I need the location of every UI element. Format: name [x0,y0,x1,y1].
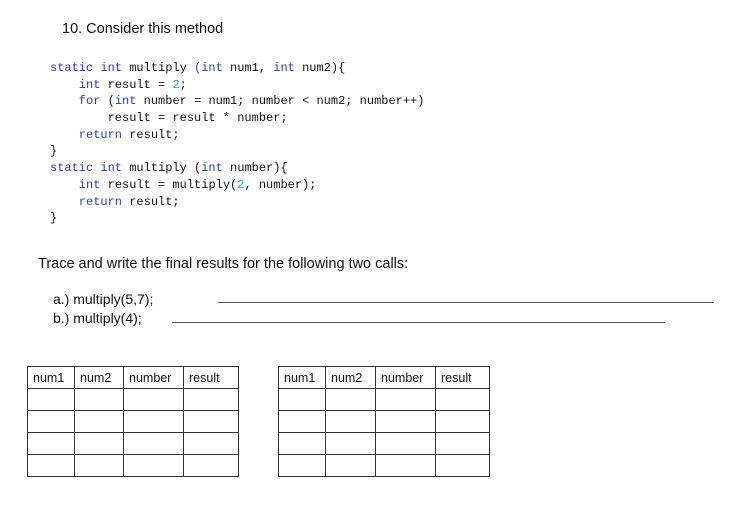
table-row [278,388,490,411]
code-line: static int multiply (int number){ [50,160,424,177]
table-cell-result[interactable] [183,432,239,455]
table-cell-num1[interactable] [278,410,326,433]
header-result: result [435,366,490,389]
header-number: number [123,366,184,389]
table-cell-number[interactable] [375,454,436,477]
code-token: , number); [244,177,317,192]
table-row [278,432,490,455]
table-cell-num1[interactable] [27,388,75,411]
table-cell-num2[interactable] [325,410,376,433]
code-token: result = result * number; [50,111,288,126]
code-token: num2){ [294,61,346,75]
code-token: int [273,61,295,75]
table-cell-number[interactable] [123,432,184,455]
header-result: result [183,366,239,389]
table-header-row: num1 num2 number result [27,366,239,389]
code-token: result; [122,194,180,209]
code-token: ; [179,77,187,92]
code-token: multiply [122,61,195,75]
code-token: result; [122,127,180,142]
code-line: int result = 2; [50,77,424,94]
answer-blank-a[interactable] [218,302,714,303]
header-number: number [375,366,436,389]
table-row [27,410,239,433]
code-token: 2 [237,177,245,192]
code-token: int [114,94,137,109]
table-cell-num1[interactable] [278,432,326,455]
code-token: 2 [172,77,180,92]
table-cell-num2[interactable] [325,454,376,477]
code-token: int [50,177,101,192]
call-b-label: b.) multiply(4); [53,310,142,326]
table-cell-num1[interactable] [27,432,75,455]
table-row [278,454,490,477]
table-cell-num1[interactable] [278,388,326,411]
trace-table-a: num1 num2 number result [27,366,239,477]
code-token: multiply ( [122,161,202,176]
table-cell-result[interactable] [435,388,490,411]
header-num2: num2 [74,366,124,389]
code-token: return [50,127,123,142]
code-token: result = multiply( [100,177,238,192]
table-header-row: num1 num2 number result [278,366,490,389]
answer-blank-b[interactable] [172,322,665,323]
table-cell-result[interactable] [435,454,490,477]
table-cell-number[interactable] [123,410,184,433]
code-token: int [201,161,223,176]
table-cell-result[interactable] [435,410,490,433]
code-line: return result; [50,194,424,211]
table-cell-num2[interactable] [325,432,376,455]
question-title: 10. Consider this method [62,21,224,37]
table-cell-result[interactable] [435,432,490,455]
table-cell-number[interactable] [375,410,436,433]
table-cell-num2[interactable] [325,388,376,411]
table-row [27,388,239,411]
table-cell-num2[interactable] [74,388,124,411]
trace-table-b: num1 num2 number result [278,366,490,477]
code-token: (int [194,61,223,75]
code-token: num1, [222,61,274,75]
code-token: static int [50,161,123,176]
table-row [278,410,490,433]
header-num2: num2 [325,366,376,389]
call-a-label: a.) multiply(5,7); [53,291,154,307]
code-line: } [50,143,424,160]
code-token: int [50,77,101,92]
table-cell-num1[interactable] [27,410,75,433]
table-cell-num1[interactable] [27,454,75,477]
code-line: int result = multiply(2, number); [50,177,424,194]
code-line: } [50,210,424,227]
code-token: return [50,194,123,209]
code-line: static int multiply (int num1, int num2)… [50,60,424,77]
table-cell-number[interactable] [375,432,436,455]
table-row [27,432,239,455]
table-cell-number[interactable] [375,388,436,411]
table-cell-result[interactable] [183,388,239,411]
code-line: result = result * number; [50,110,424,127]
table-cell-num2[interactable] [74,454,124,477]
code-line: for (int number = num1; number < num2; n… [50,93,425,110]
table-cell-num1[interactable] [278,454,326,477]
header-num1: num1 [278,366,326,389]
table-cell-number[interactable] [123,388,184,411]
table-cell-num2[interactable] [74,432,124,455]
table-cell-number[interactable] [123,454,184,477]
code-token: number = num1; number < num2; number++) [136,94,425,109]
code-token: } [50,211,58,226]
code-line: return result; [50,127,424,144]
code-block: static int multiply (int num1, int num2)… [50,60,424,227]
code-token: static int [50,61,123,75]
table-cell-num2[interactable] [74,410,124,433]
code-token: number){ [222,161,288,176]
instructions-text: Trace and write the final results for th… [38,256,409,272]
header-num1: num1 [27,366,75,389]
table-cell-result[interactable] [183,454,239,477]
code-token: result = [100,77,173,92]
code-token: ( [100,94,115,109]
code-token: for [50,94,101,109]
code-token: } [50,144,58,159]
table-cell-result[interactable] [183,410,239,433]
table-row [27,454,239,477]
